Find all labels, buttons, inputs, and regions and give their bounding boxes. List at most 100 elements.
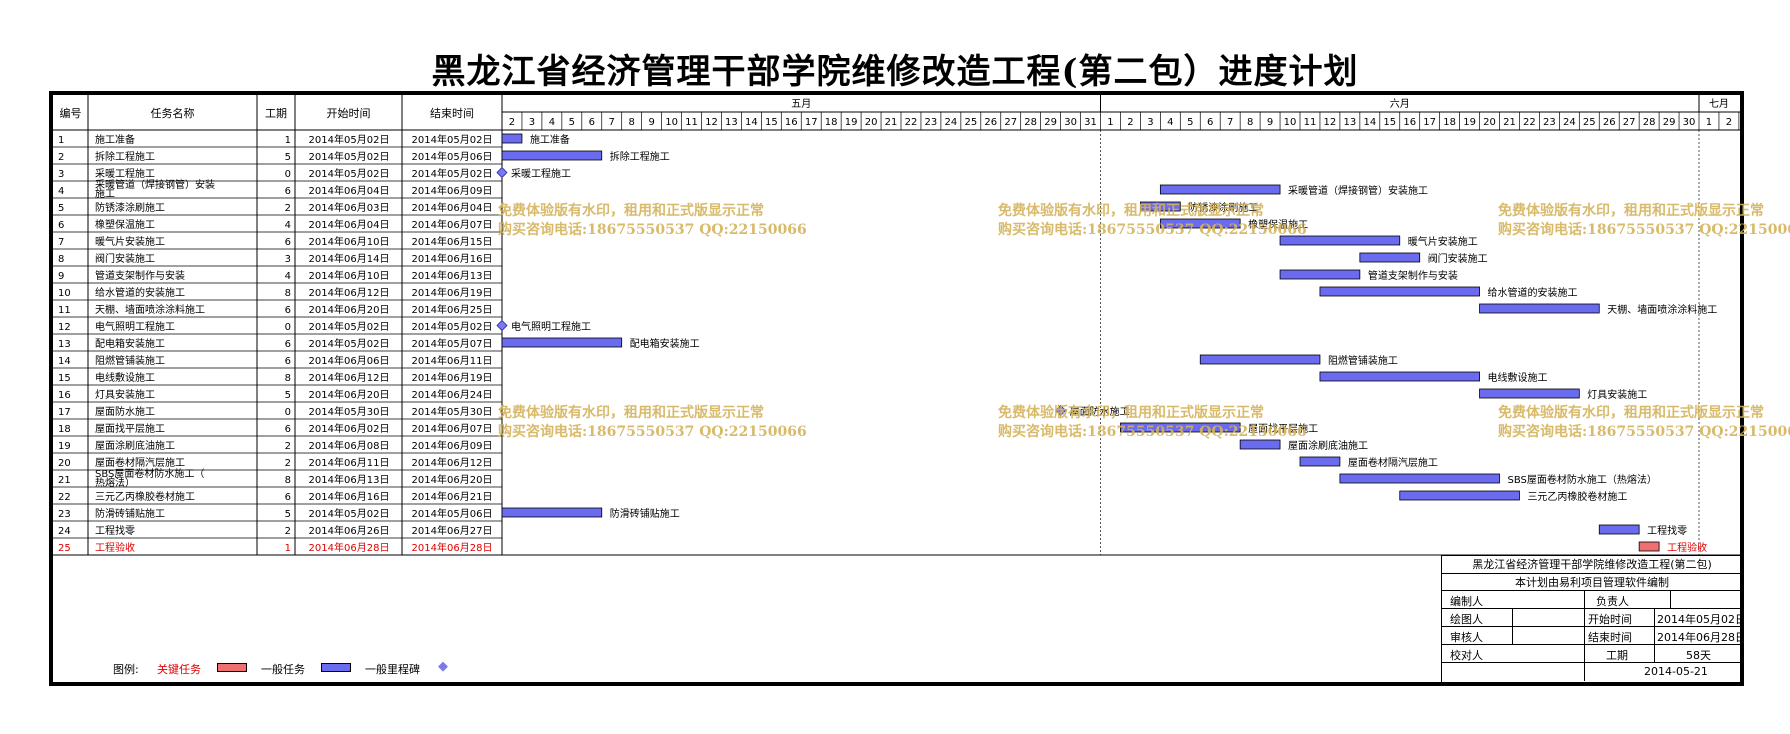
task-name: 灯具安装施工 [95,388,155,401]
watermark-line2: 购买咨询电话:18675550537 QQ:22150066 [498,424,807,440]
task-id: 15 [58,373,71,384]
task-start: 2014年06月13日 [309,473,390,486]
task-duration: 5 [285,152,291,163]
task-bar [1319,371,1480,382]
day-label: 26 [1603,117,1616,128]
task-end: 2014年06月24日 [412,388,493,401]
day-label: 6 [589,117,595,128]
day-label: 28 [1024,117,1037,128]
task-start: 2014年06月10日 [309,269,390,282]
task-end: 2014年06月09日 [412,184,493,197]
bar-label: 暖气片安装施工 [1408,235,1478,248]
task-name: 电线敷设施工 [95,371,155,384]
day-label: 10 [665,117,678,128]
info-row-date: 2014-05-21 [1442,663,1742,681]
day-label: 8 [1247,117,1253,128]
day-label: 6 [1207,117,1213,128]
bar-label: 橡塑保温施工 [1248,218,1308,231]
day-label: 4 [1167,117,1173,128]
task-id: 1 [58,135,64,146]
task-name: 屋面找平层施工 [95,422,165,435]
task-start: 2014年05月02日 [309,337,390,350]
task-id: 6 [58,220,64,231]
task-end: 2014年06月25日 [412,303,493,316]
task-end: 2014年06月20日 [412,473,493,486]
day-label: 16 [1403,117,1416,128]
watermark: 免费体验版有水印，租用和正式版显示正常购买咨询电话:18675550537 QQ… [998,202,1307,240]
bar-label: 给水管道的安装施工 [1488,286,1578,299]
bar-label: 灯具安装施工 [1587,388,1647,401]
info-box: 黑龙江省经济管理干部学院维修改造工程(第二包) 本计划由易利项目管理软件编制 编… [1441,555,1743,686]
info-date: 2014-05-21 [1644,665,1708,678]
task-end: 2014年06月12日 [412,456,493,469]
bar-label: 管道支架制作与安装 [1368,269,1458,282]
task-start: 2014年06月11日 [309,456,390,469]
task-end: 2014年05月02日 [412,133,493,146]
task-name: 工程验收 [95,541,135,554]
watermark: 免费体验版有水印，租用和正式版显示正常购买咨询电话:18675550537 QQ… [498,202,807,240]
task-end: 2014年06月11日 [412,354,493,367]
task-start: 2014年06月02日 [309,422,390,435]
month-label: 五月 [791,98,811,110]
bar-label: 配电箱安装施工 [630,337,700,350]
task-duration: 6 [285,305,291,316]
task-id: 9 [58,271,64,282]
task-bar [1239,439,1281,450]
legend-normal-label: 一般任务 [261,663,305,676]
watermark: 免费体验版有水印，租用和正式版显示正常购买咨询电话:18675550537 QQ… [1498,202,1790,240]
watermark-line1: 免费体验版有水印，租用和正式版显示正常 [1498,405,1764,421]
col-header-name: 任务名称 [151,106,195,120]
page-title: 黑龙江省经济管理干部学院维修改造工程(第二包）进度计划 [431,52,1359,92]
info-duration-label: 工期 [1606,649,1628,662]
task-start: 2014年05月02日 [309,150,390,163]
task-start: 2014年06月04日 [309,218,390,231]
task-name: 防锈漆涂刷施工 [95,201,165,214]
day-label: 13 [1344,117,1357,128]
task-end: 2014年06月04日 [412,201,493,214]
task-duration: 3 [285,254,291,265]
task-id: 7 [58,237,64,248]
task-id: 22 [58,492,71,503]
task-id: 10 [58,288,71,299]
task-end: 2014年05月06日 [412,150,493,163]
day-label: 30 [1064,117,1077,128]
day-label: 11 [685,117,698,128]
task-end: 2014年06月07日 [412,422,493,435]
task-start: 2014年06月16日 [309,490,390,503]
task-id: 2 [58,152,64,163]
day-label: 22 [905,117,918,128]
task-name: 屋面涂刷底油施工 [95,439,175,452]
day-label: 31 [1084,117,1097,128]
day-label: 11 [1304,117,1317,128]
task-start: 2014年05月30日 [309,405,390,418]
task-name: 管道支架制作与安装 [95,269,185,282]
info-end-label: 结束时间 [1588,631,1632,644]
col-header-end: 结束时间 [430,107,474,120]
day-label: 20 [865,117,878,128]
legend-critical-swatch [217,663,247,672]
task-name: 三元乙丙橡胶卷材施工 [95,490,195,503]
watermark-line2: 购买咨询电话:18675550537 QQ:22150066 [1498,222,1790,238]
task-end: 2014年05月02日 [412,167,493,180]
task-end: 2014年06月09日 [412,439,493,452]
task-start: 2014年06月28日 [309,541,390,554]
info-software: 本计划由易利项目管理软件编制 [1442,574,1742,591]
legend-critical-label: 关键任务 [157,663,201,676]
task-start: 2014年06月26日 [309,524,390,537]
task-end: 2014年06月15日 [412,235,493,248]
task-id: 3 [58,169,64,180]
col-header-num: 编号 [60,106,82,120]
task-id: 18 [58,424,71,435]
info-end-value: 2014年06月28日 [1657,631,1742,644]
task-name: 暖气片安装施工 [95,235,165,248]
info-owner-label: 负责人 [1596,595,1629,608]
task-duration: 1 [285,135,291,146]
task-name: 阻燃管铺装施工 [95,354,165,367]
task-name: 屋面防水施工 [95,405,155,418]
day-label: 13 [725,117,738,128]
day-label: 23 [925,117,938,128]
task-bar [1199,354,1321,365]
col-header-start: 开始时间 [327,106,371,120]
task-end: 2014年06月07日 [412,218,493,231]
